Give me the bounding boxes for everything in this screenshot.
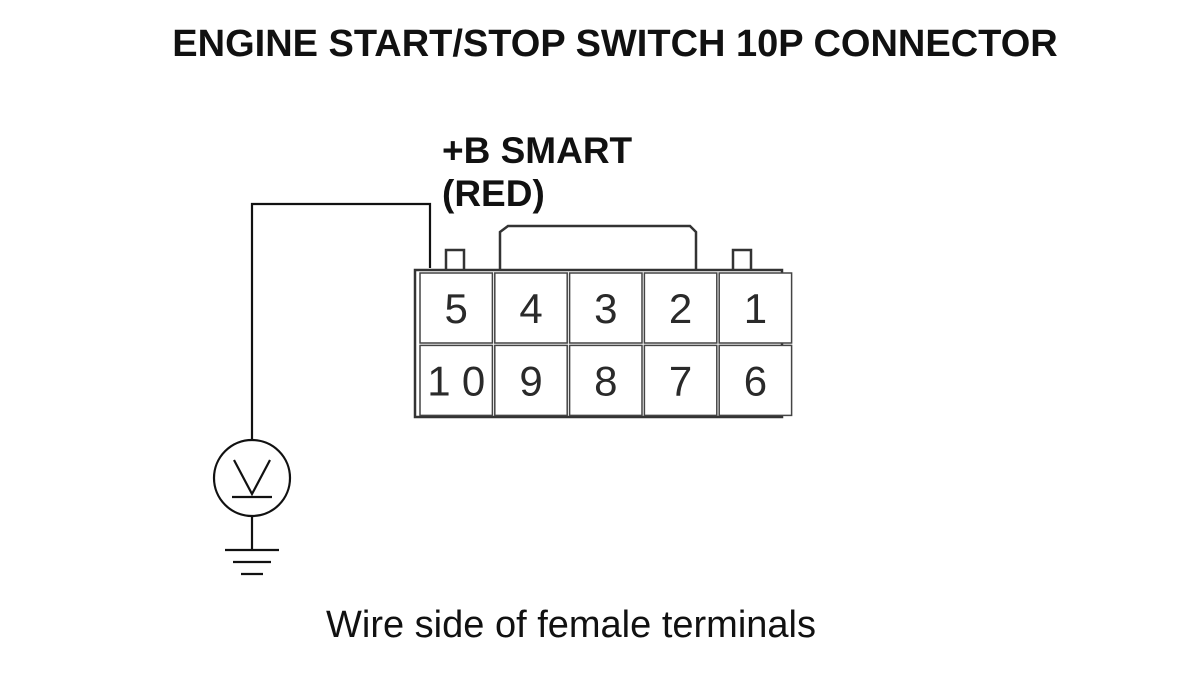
latch-key [498,224,698,270]
terminal-cell-4 [494,272,568,344]
terminal-number-5: 5 [445,285,468,332]
terminal-number-2: 2 [669,285,692,332]
terminal-cell-1 [718,272,793,344]
voltmeter-icon [212,438,292,518]
ground-icon [225,548,279,576]
terminal-number-6: 6 [744,357,767,404]
wire-label-name: +B SMART [442,130,633,171]
terminal-cell-9 [494,344,568,417]
terminal-cell-3 [568,272,643,344]
terminal-number-1: 1 [744,285,767,332]
caption: Wire side of female terminals [326,604,816,646]
terminal-cell-10 [419,344,494,417]
page-title: ENGINE START/STOP SWITCH 10P CONNECTOR [172,23,1057,65]
right-lock-tab [731,248,753,270]
terminal-number-9: 9 [519,357,542,404]
left-lock-tab [444,248,466,270]
terminal-number-8: 8 [594,357,617,404]
terminal-cell-6 [718,344,793,417]
terminal-cell-7 [643,344,718,417]
terminal-number-7: 7 [669,357,692,404]
terminal-cell-5 [419,272,494,344]
terminal-number-4: 4 [519,285,542,332]
probe-wire [250,202,432,440]
wire-label-color: (RED) [442,173,545,214]
terminal-cell-2 [643,272,718,344]
terminal-cell-8 [568,344,643,417]
terminal-number-3: 3 [594,285,617,332]
